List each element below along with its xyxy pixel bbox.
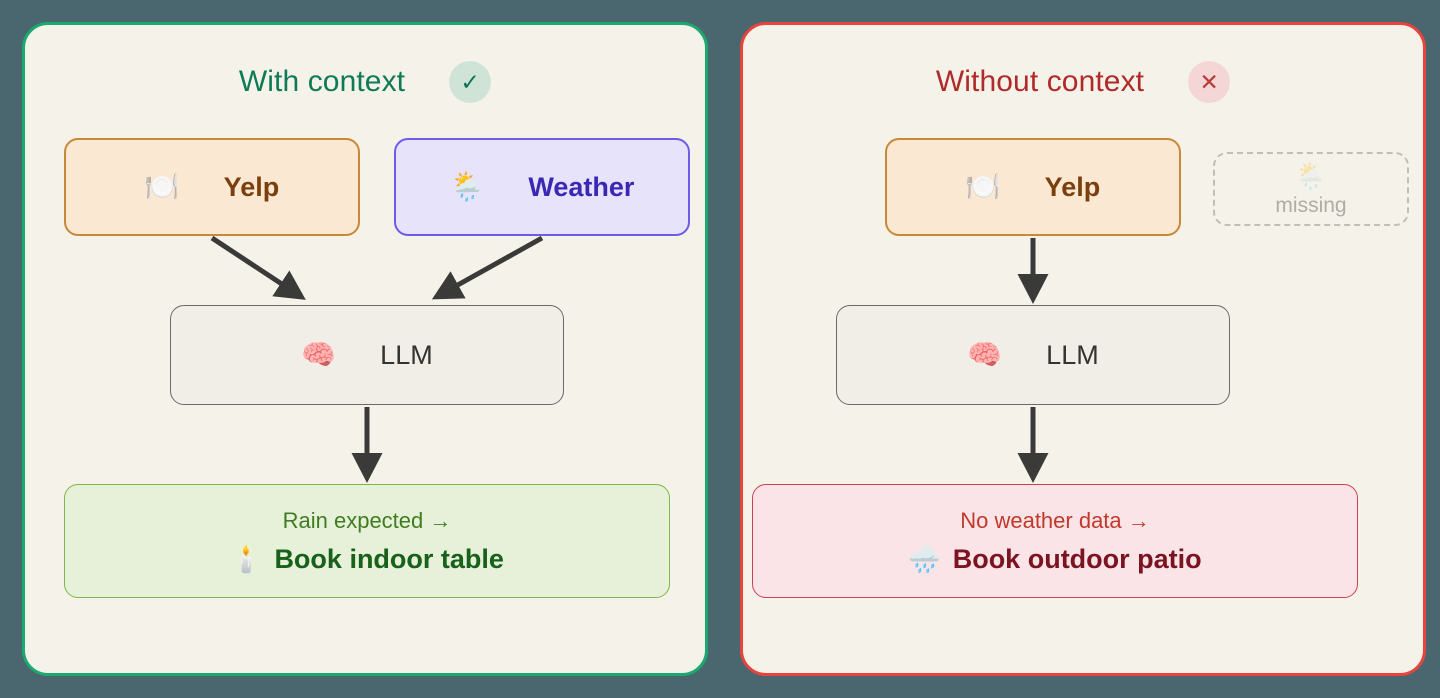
panel-title-with-context: With context (238, 65, 406, 98)
check-icon: ✓ (449, 61, 492, 103)
result-reason-with-context: Rain expected → (282, 507, 452, 533)
cross-icon: ✕ (1188, 61, 1231, 103)
candle-icon: 🕯️ (230, 544, 263, 574)
result-action-without-context: Book outdoor patio (952, 543, 1202, 574)
llm-node-with-context[interactable]: 🧠 LLM (170, 305, 564, 405)
llm-label: LLM (1046, 339, 1099, 370)
source-label-missing: missing (1275, 193, 1347, 217)
source-label-weather: Weather (528, 171, 635, 202)
result-action-row-with-context: 🕯️ Book indoor table (230, 543, 504, 574)
panel-header-with-context: With context ✓ (25, 61, 705, 103)
source-node-weather-with-context[interactable]: 🌦️ Weather (394, 138, 690, 236)
sun-behind-rain-cloud-icon: 🌦️ (1294, 160, 1328, 191)
result-box-with-context: Rain expected → 🕯️ Book indoor table (64, 484, 670, 598)
result-box-without-context: No weather data → 🌧️ Book outdoor patio (752, 484, 1358, 598)
source-label-yelp: Yelp (1044, 171, 1101, 202)
panel-header-without-context: Without context ✕ (743, 61, 1423, 103)
brain-icon: 🧠 (967, 339, 1003, 370)
result-reason-without-context: No weather data → (960, 507, 1150, 533)
llm-node-without-context[interactable]: 🧠 LLM (836, 305, 1230, 405)
result-action-with-context: Book indoor table (274, 543, 504, 574)
source-label-yelp: Yelp (223, 171, 280, 202)
cloud-with-rain-icon: 🌧️ (908, 544, 941, 574)
fork-and-knife-with-plate-icon: 🍽️ (965, 171, 1001, 202)
llm-label: LLM (380, 339, 433, 370)
source-node-yelp-without-context[interactable]: 🍽️ Yelp (885, 138, 1181, 236)
result-action-row-without-context: 🌧️ Book outdoor patio (908, 543, 1202, 574)
sun-behind-rain-cloud-icon: 🌦️ (449, 171, 485, 202)
brain-icon: 🧠 (301, 339, 337, 370)
source-node-weather-missing: 🌦️ missing (1213, 152, 1409, 226)
source-node-yelp-with-context[interactable]: 🍽️ Yelp (64, 138, 360, 236)
fork-and-knife-with-plate-icon: 🍽️ (144, 171, 180, 202)
panel-title-without-context: Without context (935, 65, 1145, 98)
